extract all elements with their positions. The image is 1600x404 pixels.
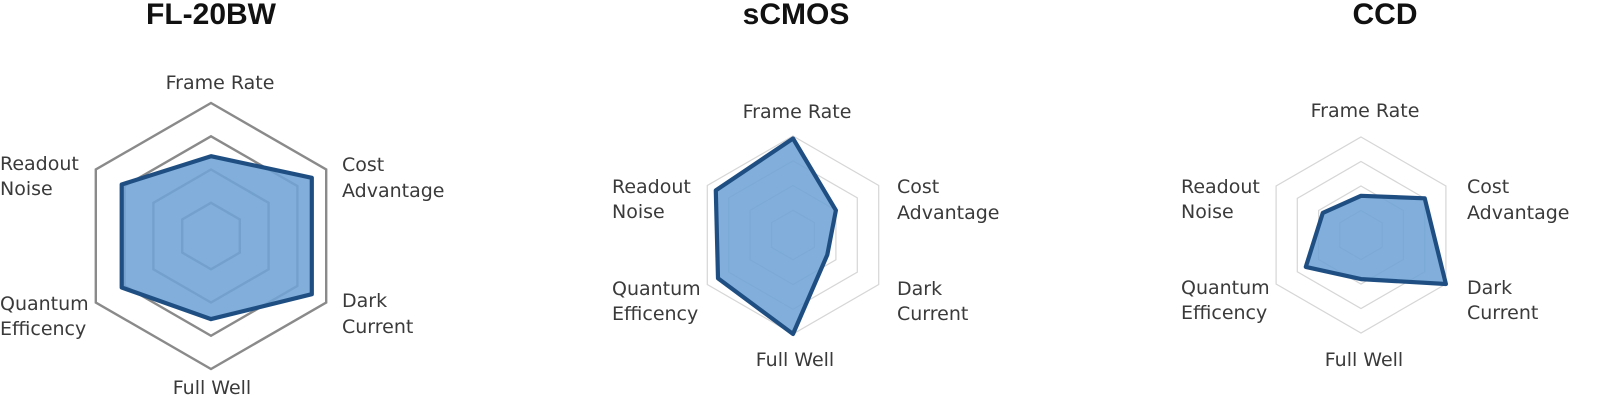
axis-label-line: Frame Rate xyxy=(743,101,852,123)
grid-ring-4 xyxy=(94,101,328,371)
axis-label-line: Efficency xyxy=(612,303,698,325)
axis-label-line: Cost xyxy=(342,154,384,176)
axis-label-line: Full Well xyxy=(1325,349,1403,371)
axis-label-full-well: Full Well xyxy=(173,377,251,399)
axis-label-line: Readout xyxy=(0,153,79,175)
chart-title-scmos: sCMOS xyxy=(743,0,850,31)
axis-label-line: Current xyxy=(1467,302,1538,324)
axis-label-line: Readout xyxy=(612,176,691,198)
axis-label-line: Current xyxy=(897,303,968,325)
grid-ring-4 xyxy=(1275,136,1447,334)
axis-label-line: Quantum xyxy=(1181,277,1270,299)
axis-label-line: Efficency xyxy=(0,318,86,340)
axis-label-line: Frame Rate xyxy=(1311,100,1420,122)
data-series-scmos xyxy=(713,136,839,337)
axis-label-line: Noise xyxy=(1181,201,1234,223)
data-series-fl-20bw xyxy=(119,154,314,322)
axis-label-line: Advantage xyxy=(897,202,1000,224)
axis-label-frame-rate: Frame Rate xyxy=(166,72,275,94)
data-series-ccd xyxy=(1303,193,1449,287)
axis-label-frame-rate: Frame Rate xyxy=(1311,100,1420,122)
axis-label-line: Cost xyxy=(1467,176,1509,198)
axis-label-line: Efficency xyxy=(1181,302,1267,324)
chart-title-fl-20bw: FL-20BW xyxy=(146,0,277,31)
axis-label-frame-rate: Frame Rate xyxy=(743,101,852,123)
axis-label-line: Noise xyxy=(0,178,53,200)
axis-label-line: Full Well xyxy=(173,377,251,399)
axis-label-line: Full Well xyxy=(756,349,834,371)
axis-label-line: Readout xyxy=(1181,176,1260,198)
axis-label-line: Frame Rate xyxy=(166,72,275,94)
axis-label-line: Advantage xyxy=(342,180,445,202)
axis-label-line: Dark xyxy=(342,290,387,312)
axis-label-line: Current xyxy=(342,316,413,338)
axis-label-full-well: Full Well xyxy=(756,349,834,371)
axis-label-line: Quantum xyxy=(0,293,89,315)
axis-label-line: Dark xyxy=(897,278,942,300)
axis-label-line: Cost xyxy=(897,176,939,198)
axis-label-full-well: Full Well xyxy=(1325,349,1403,371)
axis-label-line: Noise xyxy=(612,201,665,223)
axis-label-line: Quantum xyxy=(612,278,701,300)
axis-label-line: Dark xyxy=(1467,277,1512,299)
chart-title-ccd: CCD xyxy=(1353,0,1418,31)
axis-label-line: Advantage xyxy=(1467,202,1570,224)
